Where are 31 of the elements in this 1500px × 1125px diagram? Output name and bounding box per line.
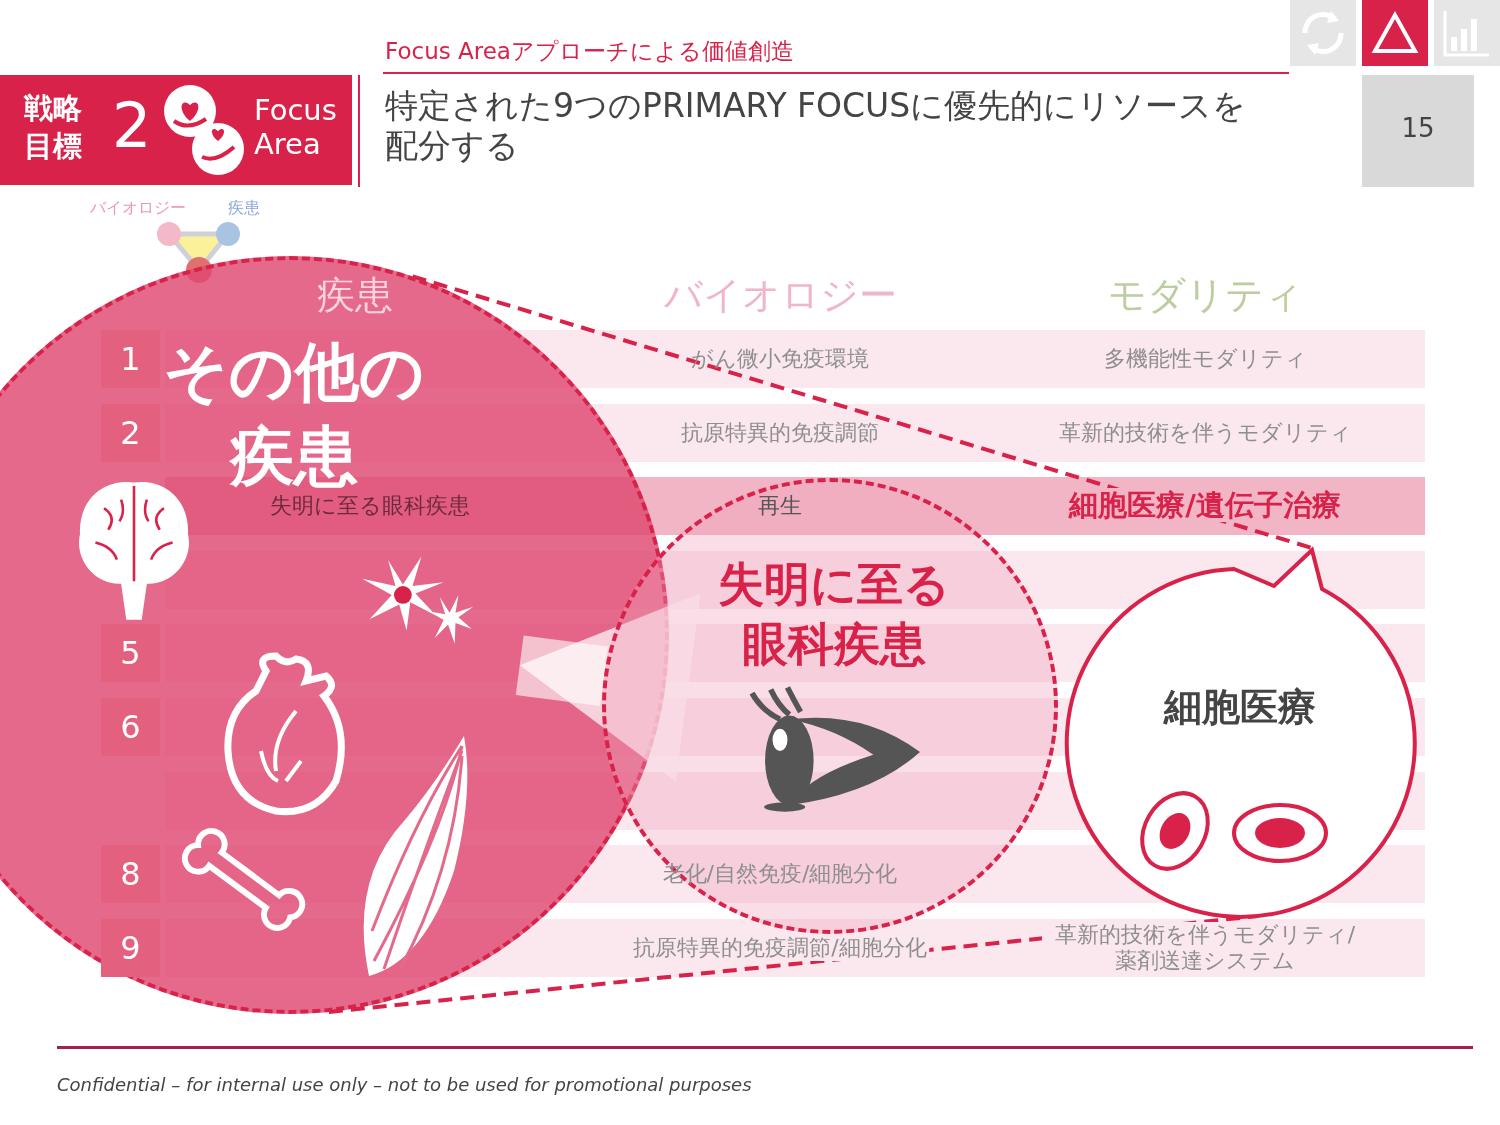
row-number: 2 — [101, 403, 160, 462]
page-number-box — [1362, 75, 1474, 187]
row-number: 1 — [101, 330, 160, 388]
column-header: モダリティ — [1106, 272, 1304, 319]
subtitle: Focus Areaアプローチによる価値創造 — [385, 37, 794, 66]
page-number: 15 — [1400, 113, 1436, 143]
row-number: 5 — [101, 624, 160, 683]
footer-note: Confidential – for internal use only – not to be used for promotional purposes — [57, 1074, 752, 1095]
column-header: 疾患 — [316, 272, 394, 319]
badge-label: 戦略目標 — [24, 90, 83, 165]
table-cell-text: 失明に至る眼科疾患 — [269, 493, 471, 520]
bubble-heading: 細胞医療 — [1162, 684, 1317, 731]
badge-label: Focus Area — [254, 93, 338, 161]
slide-title: 特定された9つのPRIMARY FOCUSに優先的にリソースを配分する — [385, 86, 1248, 166]
table-cell-text: 細胞医療/遺伝子治療 — [1066, 488, 1344, 523]
header-badge — [0, 75, 352, 185]
row-number: 8 — [101, 845, 160, 904]
table-cell-text: 多機能性モダリティ — [1102, 346, 1308, 372]
corner-label: 疾患 — [228, 198, 260, 219]
table-cell-text: 再生 — [757, 493, 803, 520]
table-cell-text: がん微小免疫環境 — [690, 346, 870, 372]
table-cell-text: 抗原特異的免疫調節/細胞分化 — [630, 934, 930, 961]
row-number: 9 — [101, 918, 160, 977]
circle-heading: 失明に至る眼科疾患 — [717, 556, 951, 673]
table-cell-text: 抗原特異的免疫調節 — [678, 419, 882, 446]
column-header: バイオロジー — [662, 272, 898, 319]
corner-label: バイオロジー — [90, 198, 186, 219]
row-number: 6 — [101, 698, 160, 756]
badge-number: 2 — [112, 91, 152, 161]
table-cell-text: 革新的技術を伴うモダリティ — [1057, 419, 1353, 446]
circle-heading: その他の疾患 — [162, 334, 426, 495]
